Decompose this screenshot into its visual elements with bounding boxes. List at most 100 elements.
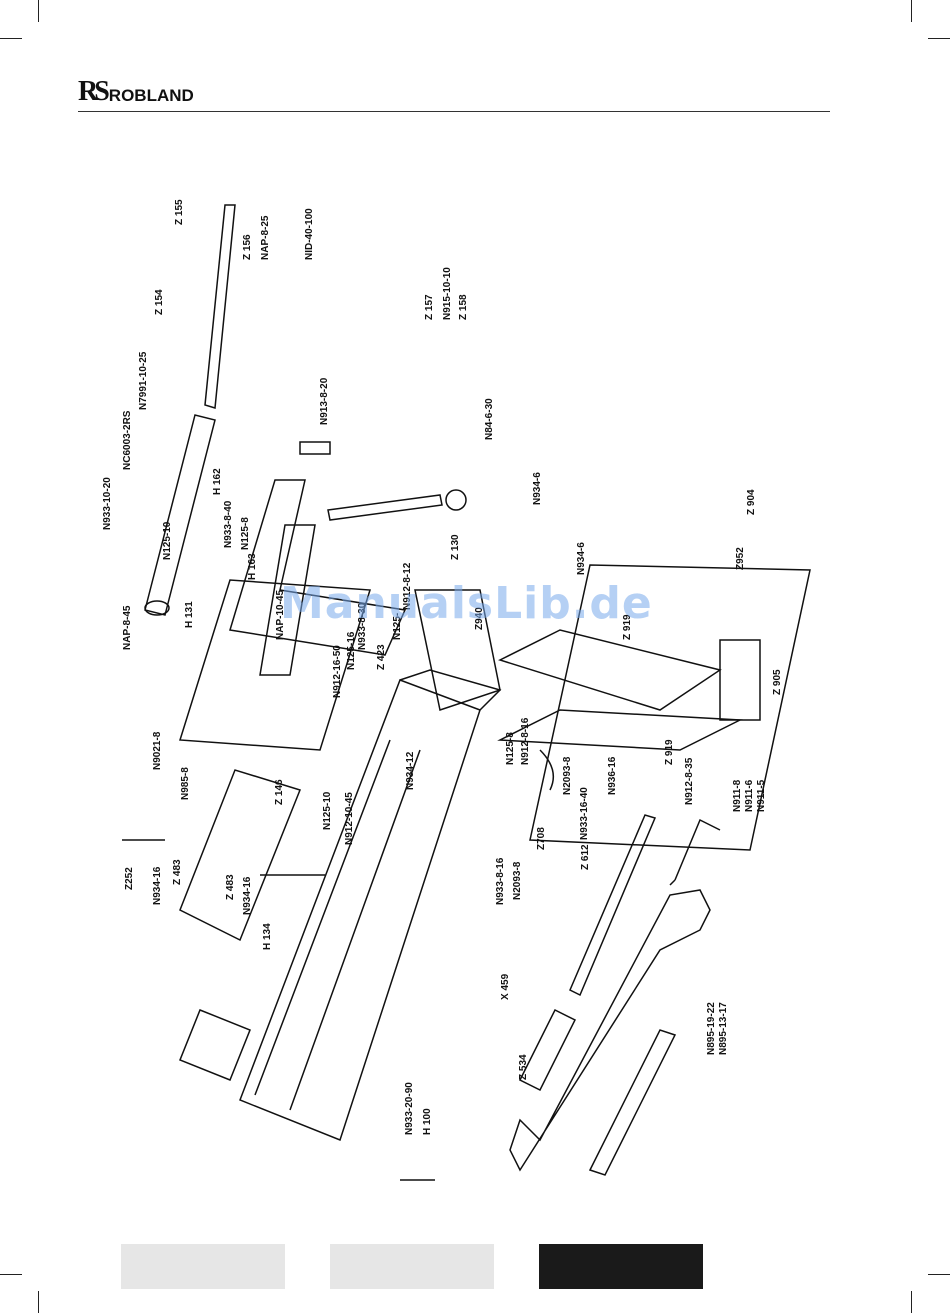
label-z252: Z252 [124, 867, 135, 890]
label-z904: Z 904 [746, 489, 757, 515]
label-nap845: NAP-8-45 [122, 605, 133, 650]
label-z156: Z 156 [242, 234, 253, 260]
label-n9332090: N933-20-90 [404, 1082, 415, 1135]
label-z483a: Z 483 [172, 859, 183, 885]
part-n895-open-wrench [588, 1029, 677, 1176]
crop-mark [0, 38, 22, 39]
label-n12510b: N125-10 [322, 791, 333, 830]
label-n8951922: N895-19-22 [706, 1002, 717, 1055]
label-n12516: N125-16 [346, 631, 357, 670]
label-n933840: N933-8-40 [223, 500, 234, 548]
part-z155-shaft [204, 204, 236, 409]
part-h100-beam [239, 679, 481, 1141]
parts-diagram-svg: Z 155 Z 156 NAP-8-25 NID-40-100 Z 154 N7… [102, 199, 811, 1181]
label-n913820: N913-8-20 [319, 377, 330, 425]
label-n9118: N911-8 [732, 779, 743, 812]
label-z157: Z 157 [424, 294, 435, 320]
part-z905-control-panel [529, 564, 811, 851]
label-n1258b: N125-8 [505, 732, 516, 765]
label-n9151010: N915-10-10 [442, 267, 453, 320]
label-n9331640: N933-16-40 [579, 787, 590, 840]
part-x459-handle [518, 1008, 577, 1092]
footer-block-dark [539, 1244, 703, 1289]
label-x459: X 459 [500, 973, 511, 1000]
part-n911-hex-key [669, 818, 721, 886]
part-z904-panel [498, 629, 722, 711]
label-z423: Z 423 [376, 644, 387, 670]
label-z919: Z 919 [664, 739, 675, 765]
label-z155: Z 155 [174, 199, 185, 225]
part-h162-arm [229, 479, 407, 656]
crop-mark [911, 1291, 912, 1313]
label-n20938a: N2093-8 [562, 756, 573, 795]
label-n9331020: N933-10-20 [102, 477, 113, 530]
crop-mark [928, 38, 950, 39]
crop-mark [0, 1274, 22, 1275]
part-z157-rod [327, 494, 443, 521]
label-h162: H 162 [212, 468, 223, 495]
label-z130: Z 130 [450, 534, 461, 560]
part-z158-collar [445, 489, 467, 511]
label-z146: Z 146 [274, 779, 285, 805]
exploded-parts-diagram: Z 155 Z 156 NAP-8-25 NID-40-100 Z 154 N7… [100, 150, 840, 1210]
label-z940: Z940 [474, 607, 485, 630]
label-n9115: N911-5 [756, 779, 767, 812]
label-z158: Z 158 [458, 294, 469, 320]
label-nid40100: NID-40-100 [304, 208, 315, 260]
part-z952-plate [497, 709, 743, 751]
label-n79911025: N7991-10-25 [138, 351, 149, 410]
crop-mark [38, 0, 39, 22]
label-n9121650: N912-16-50 [332, 645, 343, 698]
label-nap825: NAP-8-25 [260, 215, 271, 260]
label-n20938b: N2093-8 [512, 861, 523, 900]
label-n9858: N985-8 [180, 767, 191, 800]
part-z534-wrench [509, 889, 711, 1172]
label-n933830: N933-8-30 [357, 602, 368, 650]
label-h134: H 134 [262, 923, 273, 950]
label-nap1045: NAP-10-45 [275, 590, 286, 640]
header-divider [78, 111, 830, 112]
part-h131-plate [179, 579, 371, 751]
label-h163: H 163 [247, 553, 258, 580]
part-h100-beam-edge [399, 669, 502, 711]
part-z905-display [719, 639, 761, 721]
brand-logo: RS ROBLAND [78, 76, 194, 106]
label-nc60032rs: NC6003-2RS [122, 410, 133, 470]
part-nc6003-bearing [144, 600, 170, 616]
part-h134-foot [179, 1009, 251, 1081]
label-h100: H 100 [422, 1108, 433, 1135]
label-n90218: N9021-8 [152, 731, 163, 770]
footer-block-light-1 [121, 1244, 285, 1289]
crop-mark [38, 1291, 39, 1313]
label-z612: Z 612 [580, 844, 591, 870]
part-h100-channel [254, 739, 421, 1111]
label-z154: Z 154 [154, 289, 165, 315]
part-z612-rod [569, 814, 657, 997]
label-n9346b: N934-6 [576, 542, 587, 575]
part-h163-bar [259, 524, 316, 676]
label-z534: Z 534 [518, 1054, 529, 1080]
part-z154-tube [144, 414, 216, 616]
label-z708: Z708 [536, 827, 547, 850]
watermark: ManualsLib.de [280, 578, 653, 629]
label-z952: Z952 [735, 547, 746, 570]
label-h131: H 131 [184, 601, 195, 628]
label-n125p: N125- [392, 613, 403, 640]
label-n93616: N936-16 [607, 756, 618, 795]
label-n912816: N912-8-16 [520, 717, 531, 765]
brand-name: ROBLAND [108, 86, 194, 105]
label-n93416b: N934-16 [242, 876, 253, 915]
label-n912835: N912-8-35 [684, 757, 695, 805]
label-n9116: N911-6 [744, 779, 755, 812]
label-z919top: Z 919 [622, 614, 633, 640]
label-n1258a: N125-8 [240, 517, 251, 550]
label-n9346a: N934-6 [532, 472, 543, 505]
label-z483b: Z 483 [225, 874, 236, 900]
brand-logo-mark: RS [78, 76, 110, 107]
label-n8951317: N895-13-17 [718, 1002, 729, 1055]
label-n933816: N933-8-16 [495, 857, 506, 905]
part-h134-frame [179, 769, 301, 942]
label-n912812: N912-8-12 [402, 562, 413, 610]
footer-block-light-2 [330, 1244, 494, 1289]
crop-mark [928, 1274, 950, 1275]
